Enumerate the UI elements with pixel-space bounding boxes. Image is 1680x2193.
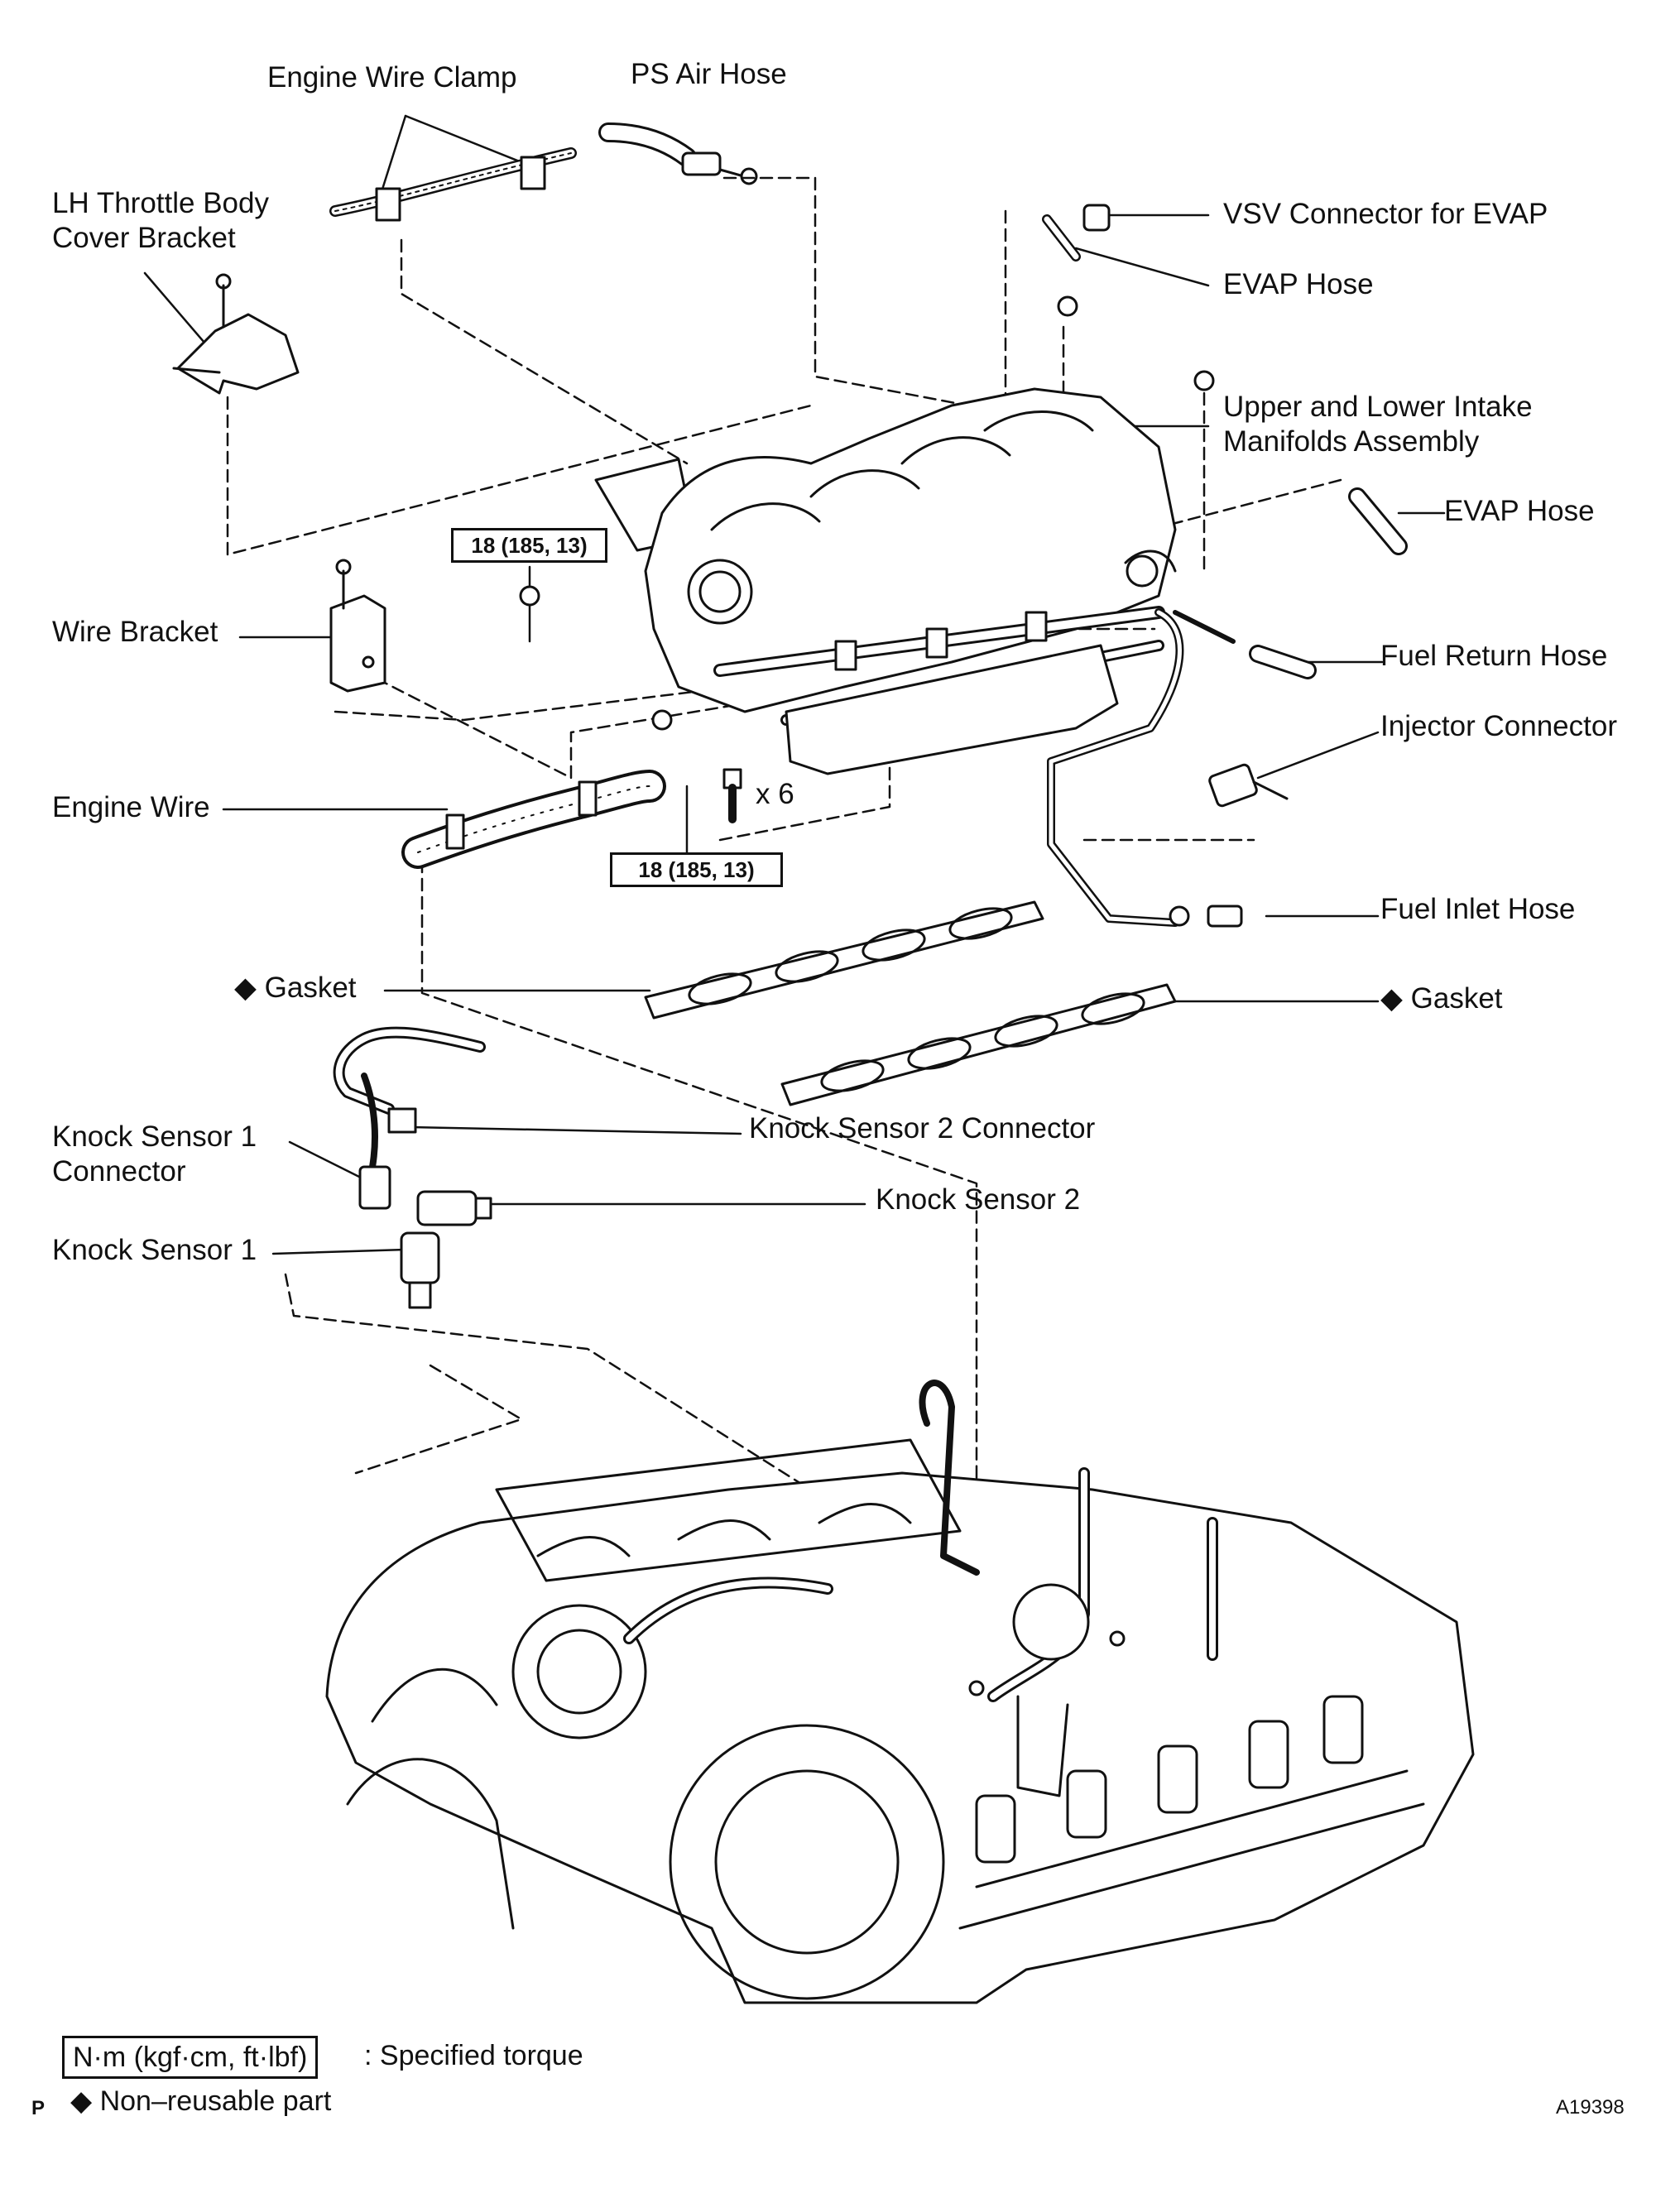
label-wire-bracket: Wire Bracket (52, 616, 218, 648)
knock-sensor-1-part (400, 1231, 440, 1309)
evap-hose-right-part (1348, 487, 1408, 555)
knock-sensor-2-part (416, 1190, 492, 1226)
guide-wire-bracket (334, 673, 838, 722)
legend-torque-unit-box: N·m (kgf·cm, ft·lbf) (62, 2036, 319, 2079)
label-manifold-line1: Upper and Lower Intake (1223, 391, 1533, 423)
wire-bracket-part (329, 559, 386, 693)
leader-engine-wire-clamp-b (404, 114, 531, 167)
leader-ks1-connector (288, 1140, 366, 1181)
label-injector-connector: Injector Connector (1380, 710, 1617, 742)
gasket-left-part (644, 900, 1044, 1020)
label-ps-air-hose: PS Air Hose (631, 58, 787, 90)
leader-ks1 (271, 1248, 407, 1255)
guide-clamp (400, 238, 689, 465)
legend-non-reusable: ◆ Non–reusable part (70, 2085, 332, 2117)
corner-letter: P (31, 2097, 46, 2119)
intake-manifold-part (594, 387, 1236, 927)
leader-injector (1256, 731, 1380, 780)
label-vsv-connector: VSV Connector for EVAP (1223, 198, 1548, 230)
label-gasket-left: ◆ Gasket (234, 972, 357, 1004)
engine-wire-part (401, 770, 666, 869)
lh-throttle-bracket-part (172, 273, 300, 395)
label-engine-wire: Engine Wire (52, 791, 210, 823)
guide-gasket-engine (420, 859, 978, 1599)
assembly-guide-lines (226, 176, 1342, 1599)
label-fuel-return-hose: Fuel Return Hose (1380, 640, 1608, 672)
label-evap-hose-right: EVAP Hose (1444, 495, 1595, 527)
label-knock-sensor-1-connector-line2: Connector (52, 1155, 186, 1188)
guide-throttle-bracket (226, 396, 813, 556)
guide-knock-1 (284, 1273, 904, 1549)
gasket-right-part (780, 983, 1177, 1106)
label-lh-throttle-body-line2: Cover Bracket (52, 222, 236, 254)
label-knock-sensor-2: Knock Sensor 2 (876, 1183, 1081, 1216)
leader-engine-wire-clamp-a (379, 114, 407, 196)
leader-lines (143, 114, 1446, 1255)
label-evap-hose-top: EVAP Hose (1223, 268, 1374, 300)
injector-connector-part (1208, 763, 1289, 808)
knock-sensor-harness-part (333, 1026, 486, 1210)
label-knock-sensor-1-connector-line1: Knock Sensor 1 (52, 1120, 257, 1153)
engine-block-part (325, 1380, 1475, 2004)
label-manifold-line2: Manifolds Assembly (1223, 425, 1480, 458)
label-lh-throttle-body-line1: LH Throttle Body (52, 187, 269, 219)
legend-torque-desc: : Specified torque (364, 2040, 583, 2071)
guide-knock-2 (354, 1364, 523, 1475)
label-knock-sensor-2-connector: Knock Sensor 2 Connector (749, 1112, 1096, 1144)
label-fuel-inlet-hose: Fuel Inlet Hose (1380, 893, 1576, 925)
bolt-fastener (722, 768, 742, 823)
ps-air-hose-part (598, 122, 758, 185)
label-gasket-right: ◆ Gasket (1380, 982, 1503, 1015)
fuel-inlet-part (1207, 905, 1243, 928)
label-engine-wire-clamp: Engine Wire Clamp (267, 61, 517, 94)
guide-bolt (718, 756, 891, 842)
torque-spec-nut: 18 (185, 13) (451, 528, 607, 563)
torque-spec-bolt: 18 (185, 13) (610, 852, 783, 887)
nut-fasteners (519, 295, 1215, 927)
leader-evap-top (1074, 247, 1210, 287)
label-knock-sensor-1: Knock Sensor 1 (52, 1234, 257, 1266)
engine-wire-clamp-part (329, 147, 577, 222)
leader-ks2-connector (408, 1125, 742, 1135)
guide-ps-hose (722, 176, 970, 407)
label-bolt-count: x 6 (756, 778, 794, 810)
vsv-evap-part (1042, 204, 1111, 262)
guide-evap-right (1149, 478, 1342, 531)
figure-id: A19398 (1556, 2096, 1625, 2119)
fuel-return-hose-part (1249, 645, 1317, 679)
guide-wire (375, 677, 796, 780)
